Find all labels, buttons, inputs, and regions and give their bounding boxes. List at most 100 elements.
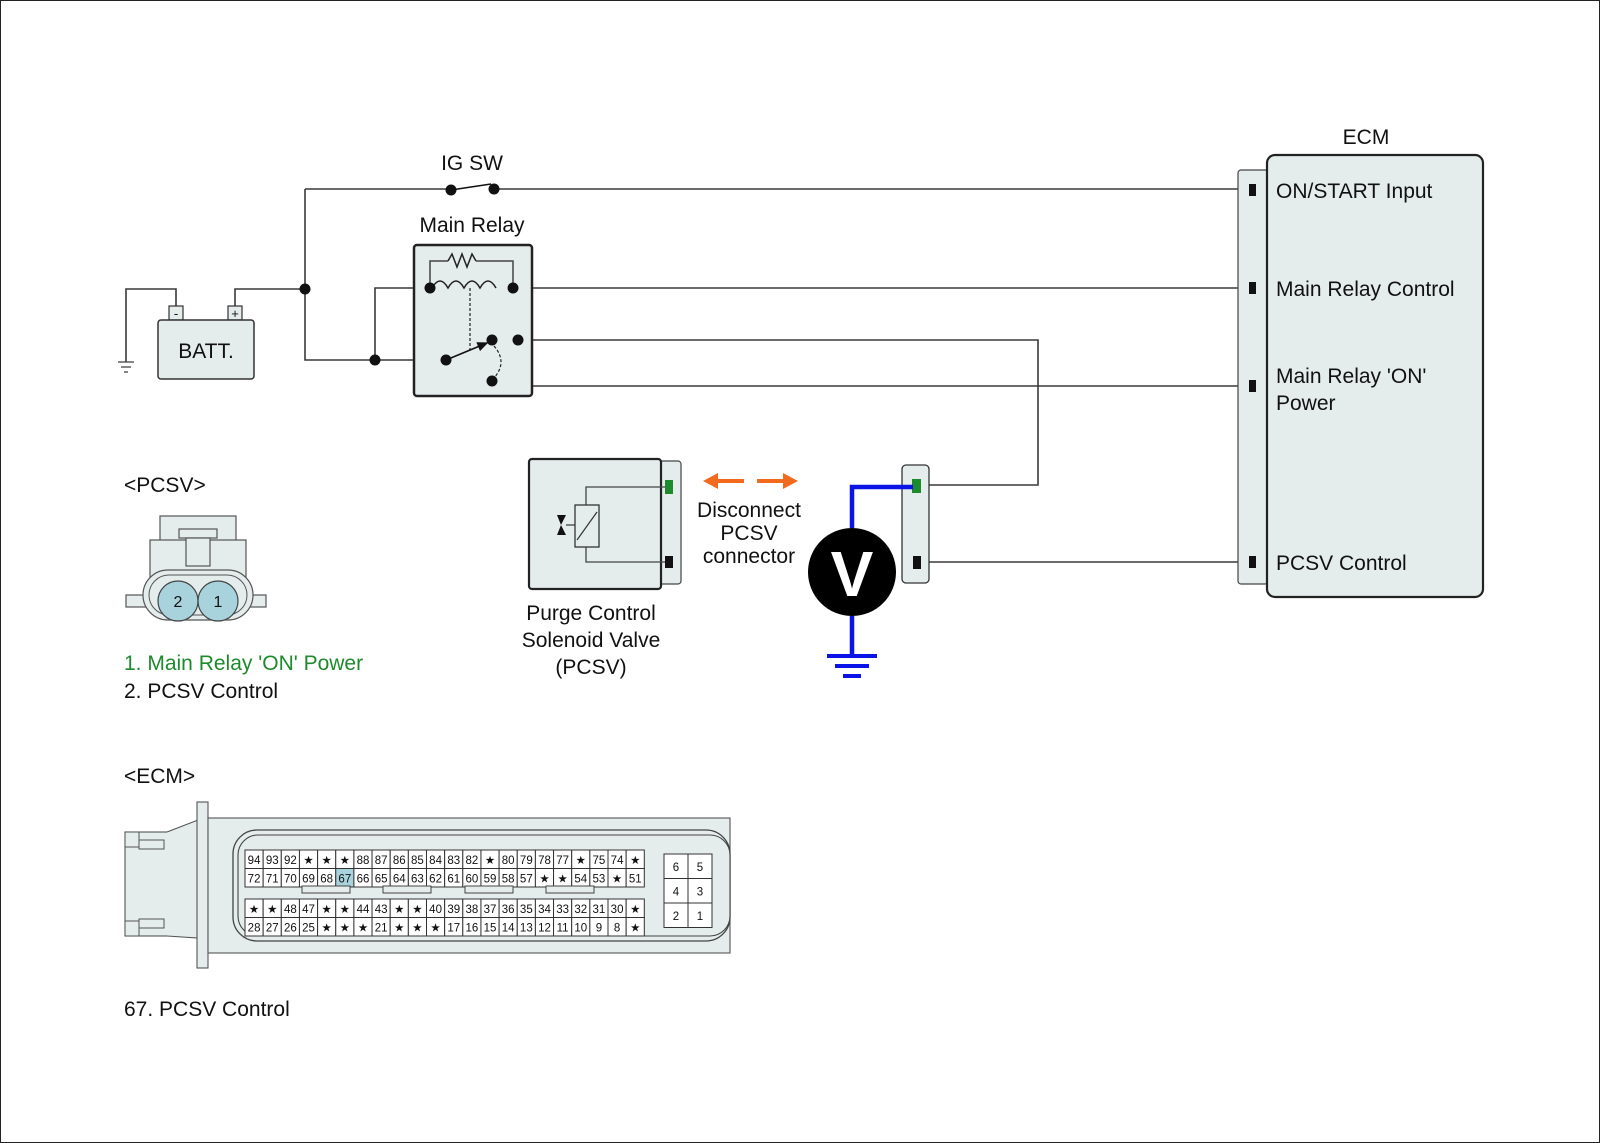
ecm-pin-number: 80 <box>502 855 515 867</box>
ecm-side-pin-number: 2 <box>673 911 679 923</box>
ecm-pin-cell: 16 <box>462 917 482 937</box>
ecm-pin-number: ★ <box>340 904 350 916</box>
ecm-pin-number: 57 <box>520 874 533 886</box>
ecm-pin-number: 8 <box>614 923 620 935</box>
main-relay-on-power-wire <box>517 340 1247 387</box>
ecm-pin-label-on-start: ON/START Input <box>1276 180 1433 203</box>
ecm-pin-number: ★ <box>630 904 640 916</box>
ecm-pin-label-main-relay-control: Main Relay Control <box>1276 278 1455 301</box>
ecm-side-pin-cell: 3 <box>687 878 713 904</box>
ecm-pin-cell: 13 <box>516 917 536 937</box>
ecm-pin-cell: 69 <box>298 868 319 888</box>
ecm-pin-number: 61 <box>447 874 460 886</box>
ecm-pin-number: 59 <box>484 874 497 886</box>
ecm-pin-cell: 28 <box>244 917 264 937</box>
ecm-pin-number: 25 <box>302 923 315 935</box>
ecm-pin-cell: 51 <box>625 868 645 888</box>
ecm-pin-number: ★ <box>612 874 622 886</box>
ecm-pin-cell: ★ <box>317 849 337 869</box>
ecm-pin-number: 43 <box>375 904 388 916</box>
ecm-pin-cell: 94 <box>244 849 264 869</box>
battery-ground-wire <box>125 288 177 362</box>
ecm-pin-cell: 38 <box>462 898 482 918</box>
ecm-pin <box>1249 282 1256 294</box>
ecm-pin-number: 47 <box>302 904 315 916</box>
ecm-pin-cell: ★ <box>389 898 409 918</box>
ecm-pin-cell: 44 <box>353 898 373 918</box>
ecm-pin-cell: 8 <box>607 917 627 937</box>
voltmeter[interactable]: V <box>808 484 913 678</box>
ecm-pin-cell: ★ <box>553 868 573 888</box>
ecm-pin-number: ★ <box>303 855 313 867</box>
ecm-pin-number: ★ <box>576 855 586 867</box>
disconnect-arrows-icon <box>703 473 798 489</box>
pcsv-caption-2: Solenoid Valve <box>522 629 661 652</box>
ecm-pin-cell: 58 <box>498 868 518 888</box>
ecm-pin-number: 26 <box>284 923 297 935</box>
ecm-pin-cell: 82 <box>462 849 482 869</box>
ecm-pin-cell: 71 <box>262 868 282 888</box>
ecm-pin-cell: 78 <box>534 849 555 869</box>
ecm-pin-cell: 65 <box>371 868 391 888</box>
ecm-pin-cell: 10 <box>571 917 591 937</box>
ecm-pin-cell: 17 <box>444 917 464 937</box>
ecm-pin-number: 11 <box>557 923 569 935</box>
ecm-pin-cell: 60 <box>462 868 482 888</box>
ecm-pin-number: 53 <box>593 874 606 886</box>
ecm-pin-cell: ★ <box>389 917 409 937</box>
ecm-pin-number: 28 <box>248 923 261 935</box>
ecm-pin-number: 68 <box>320 874 333 886</box>
ecm-pin-number: 13 <box>520 923 533 935</box>
ecm-module: ECM ON/START Input Main Relay Control Ma… <box>1237 126 1485 599</box>
ecm-pin-cell: ★ <box>335 917 355 937</box>
ecm-pin-cell: 32 <box>571 898 591 918</box>
ecm-pin-cell: 70 <box>280 868 300 888</box>
junction-trunk-wire <box>304 189 446 361</box>
ecm-pin-number: 32 <box>574 904 587 916</box>
ignition-switch[interactable]: IG SW <box>441 152 503 196</box>
ecm-pin-cell: 74 <box>607 849 627 869</box>
ecm-pin-cell: ★ <box>262 898 282 918</box>
ecm-pin-cell: 30 <box>607 898 627 918</box>
ecm-pin-label-main-relay-on-power-2: Power <box>1276 392 1336 415</box>
ecm-pin-cell: 53 <box>589 868 609 888</box>
pcsv-caption-1: Purge Control <box>526 602 656 625</box>
ecm-pin-cell: ★ <box>534 868 555 888</box>
pcsv-connector-view: <PCSV> 2 1 1. Main Relay 'ON' Power 2. P… <box>124 474 363 703</box>
ecm-pin-number: 65 <box>375 874 388 886</box>
ecm-pin <box>1249 556 1256 568</box>
ecm-pin-number: 44 <box>357 904 370 916</box>
disconnect-label-2: PCSV <box>720 522 777 545</box>
pcsv-pin-2 <box>665 556 673 568</box>
ecm-pin-cell: 12 <box>534 917 555 937</box>
ecm-pin-number: 88 <box>357 855 370 867</box>
ecm-pin-number: 35 <box>520 904 533 916</box>
relay-coil-feed-wire <box>374 287 430 360</box>
ecm-side-pin-number: 3 <box>697 887 703 899</box>
ecm-pin-number: 33 <box>556 904 569 916</box>
ecm-pin-cell: ★ <box>607 868 627 888</box>
ecm-pin-cell: 54 <box>571 868 591 888</box>
ecm-title: ECM <box>1343 126 1390 149</box>
ecm-pin-number: 66 <box>357 874 370 886</box>
ecm-pin-cell: 26 <box>280 917 300 937</box>
ecm-pin-number: 94 <box>248 855 261 867</box>
pcsv-terminal-2-label: 2 <box>174 594 183 611</box>
ecm-pin-cell: ★ <box>335 849 355 869</box>
ecm-pin-number: 30 <box>611 904 624 916</box>
ecm-pin-cell: 15 <box>480 917 500 937</box>
ecm-pin-number: 58 <box>502 874 515 886</box>
ecm-pin-cell: 14 <box>498 917 518 937</box>
ecm-pin-number: 70 <box>284 874 297 886</box>
ecm-pin-cell: 83 <box>444 849 464 869</box>
ecm-pin-cell: 25 <box>298 917 319 937</box>
ecm-pin-number: ★ <box>394 923 404 935</box>
ecm-pin-number: 60 <box>465 874 478 886</box>
ecm-pin-number: 48 <box>284 904 297 916</box>
ecm-pin-number: 54 <box>574 874 587 886</box>
ground-icon <box>118 361 134 373</box>
ecm-pin-cell: 31 <box>589 898 609 918</box>
ecm-pin-cell: ★ <box>407 898 428 918</box>
